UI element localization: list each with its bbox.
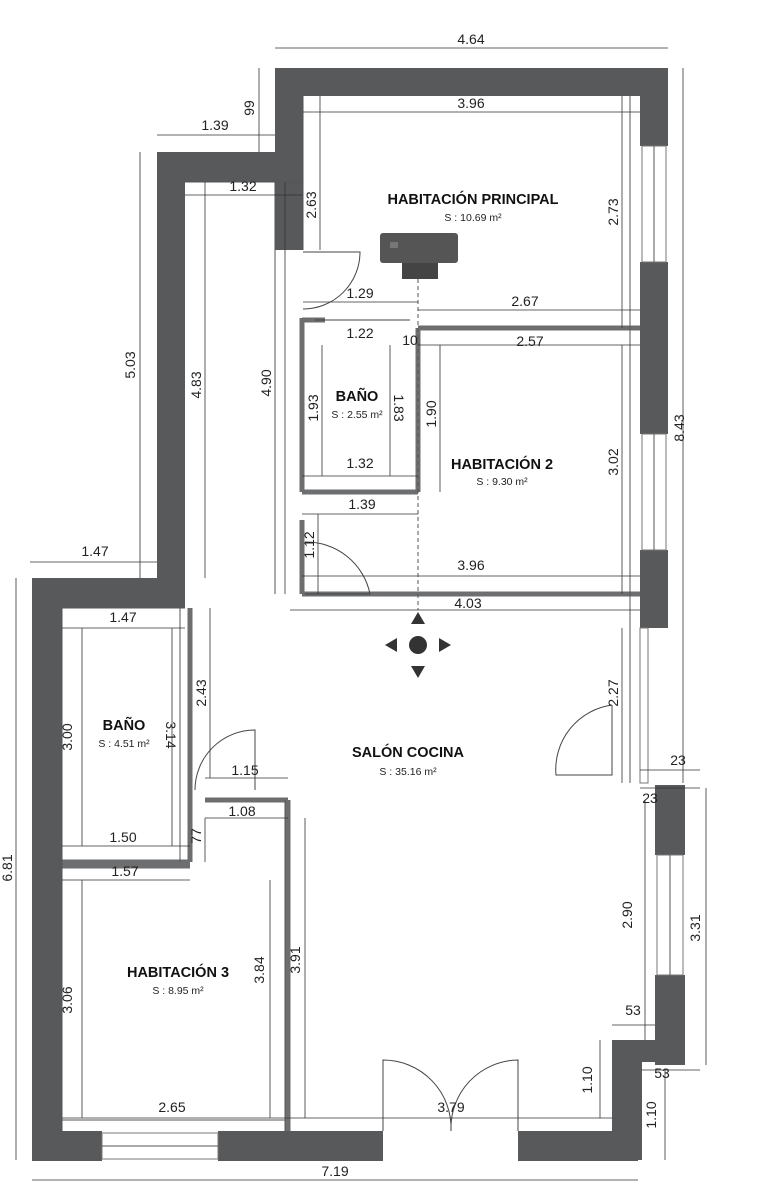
dim-bano2-h: 3.00 xyxy=(59,723,75,750)
dim-top-total: 4.64 xyxy=(457,31,484,47)
dim-hab3-w-top: 1.57 xyxy=(111,863,138,879)
room-area-hab3: S : 8.95 m² xyxy=(152,985,204,997)
dim-hab2-width-top: 2.67 xyxy=(511,293,538,309)
dim-corner-110a: 1.10 xyxy=(579,1066,595,1093)
room-name-principal: HABITACIÓN PRINCIPAL xyxy=(387,190,558,208)
outer-walls xyxy=(32,68,685,1161)
dim-hab3-h-right: 3.84 xyxy=(251,956,267,983)
dim-hab2-outer: 4.03 xyxy=(454,595,481,611)
dim-principal-depth-right: 2.73 xyxy=(605,198,621,225)
dim-salon-right-outer: 3.31 xyxy=(687,914,703,941)
room-area-salon: S : 35.16 m² xyxy=(379,766,437,778)
dim-corridor-w2: 1.08 xyxy=(228,803,255,819)
room-area-hab2: S : 9.30 m² xyxy=(476,476,528,488)
dim-hab2-h-left: 1.90 xyxy=(423,400,439,427)
dim-right-total-h: 8.43 xyxy=(671,414,687,441)
dim-corridor-h: 2.43 xyxy=(193,679,209,706)
dimension-labels: 4.64 3.96 1.39 99 1.32 2.63 2.73 1.29 2.… xyxy=(0,31,703,1179)
dim-bano2-h2: 3.14 xyxy=(163,721,179,748)
dim-salon-w-bottom: 3.79 xyxy=(437,1099,464,1115)
room-area-principal: S : 10.69 m² xyxy=(444,212,502,224)
dim-hab3-w-bottom: 2.65 xyxy=(158,1099,185,1115)
dim-hab3-h-left: 3.06 xyxy=(59,986,75,1013)
dim-hall-top: 1.32 xyxy=(229,178,256,194)
dim-hall-bottom: 1.39 xyxy=(348,496,375,512)
dim-wall-23a: 23 xyxy=(670,752,686,768)
dim-corridor-w: 1.15 xyxy=(231,762,258,778)
dim-wall-23b: 23 xyxy=(642,790,658,806)
doors xyxy=(194,251,613,1132)
dim-left-height-inner: 4.83 xyxy=(188,371,204,398)
dim-bano1-bottom: 1.32 xyxy=(346,455,373,471)
room-name-bano1: BAÑO xyxy=(336,387,379,405)
room-name-bano2: BAÑO xyxy=(103,716,146,734)
dim-left-height-outer: 5.03 xyxy=(122,351,138,378)
door-entry-right xyxy=(450,1059,519,1132)
windows xyxy=(101,145,684,1160)
door-salon-right xyxy=(555,704,613,776)
dimension-lines xyxy=(15,47,707,1181)
door-hab2 xyxy=(304,541,371,595)
dim-bano1-h2: 1.83 xyxy=(391,394,407,421)
room-name-hab2: HABITACIÓN 2 xyxy=(451,455,553,473)
room-name-hab3: HABITACIÓN 3 xyxy=(127,963,229,981)
dim-wall-10: 10 xyxy=(402,332,418,348)
dim-bano1-width-top: 1.22 xyxy=(346,325,373,341)
dim-total-height: 6.81 xyxy=(0,854,15,881)
door-bano2 xyxy=(194,729,256,791)
door-principal xyxy=(302,251,361,310)
dim-hall-height: 4.90 xyxy=(258,369,274,396)
dim-hab2-width-inner: 2.57 xyxy=(516,333,543,349)
dim-hab2-bottom: 3.96 xyxy=(457,557,484,573)
dim-bano2-w-bottom: 1.50 xyxy=(109,829,136,845)
dim-corner-110b: 1.10 xyxy=(643,1101,659,1128)
room-labels: HABITACIÓN PRINCIPAL S : 10.69 m² BAÑO S… xyxy=(98,190,558,997)
dim-left-wing-w: 1.47 xyxy=(81,543,108,559)
door-entry-left xyxy=(382,1059,452,1132)
room-area-bano1: S : 2.55 m² xyxy=(331,409,383,421)
room-area-bano2: S : 4.51 m² xyxy=(98,738,150,750)
dim-hall-door: 1.12 xyxy=(301,531,317,558)
dim-salon-right-h: 2.90 xyxy=(619,901,635,928)
dim-bano1-h: 1.93 xyxy=(305,394,321,421)
dim-hall-width: 1.29 xyxy=(346,285,373,301)
dim-salon-window-h: 2.27 xyxy=(605,679,621,706)
dim-principal-width: 3.96 xyxy=(457,95,484,111)
dim-left-step-w: 1.39 xyxy=(201,117,228,133)
dim-left-step-h: 99 xyxy=(241,100,257,116)
room-name-salon: SALÓN COCINA xyxy=(352,743,465,761)
dim-hab2-h-right: 3.02 xyxy=(605,448,621,475)
dim-bano2-w-top: 1.47 xyxy=(109,609,136,625)
bed-icon xyxy=(380,233,458,610)
dim-corridor-77: 77 xyxy=(188,828,204,844)
navigation-arrows-icon[interactable] xyxy=(385,612,451,678)
dim-step-53b: 53 xyxy=(654,1065,670,1081)
dim-step-53a: 53 xyxy=(625,1002,641,1018)
dim-bottom-total: 7.19 xyxy=(321,1163,348,1179)
dim-salon-left-h: 3.91 xyxy=(287,946,303,973)
dim-principal-depth-left: 2.63 xyxy=(303,191,319,218)
